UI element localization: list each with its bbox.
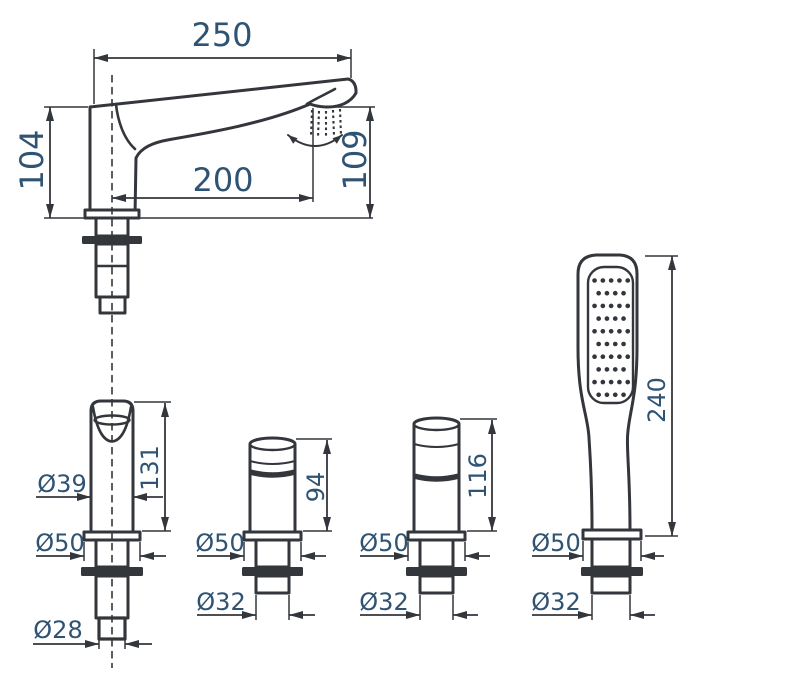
- dim-label-d50-1: Ø50: [35, 529, 84, 557]
- dim-label-131: 131: [136, 445, 164, 491]
- dim-label-94: 94: [302, 472, 330, 503]
- handle-tall-shank: [418, 538, 455, 569]
- handle-small-nut: [242, 567, 303, 576]
- dim-diverter-knob-dia: Ø39: [36, 470, 163, 501]
- dim-handle-tall-height: 116: [460, 418, 497, 532]
- dim-handle-small-height: 94: [296, 438, 332, 532]
- handle-tall-tail: [418, 574, 455, 595]
- dim-diverter-flange-dia: Ø50: [35, 529, 166, 561]
- dim-spout-height-left: 104: [13, 106, 88, 218]
- handle-small-body: [248, 436, 297, 534]
- handle-small-tail: [254, 574, 291, 595]
- dim-label-250: 250: [191, 16, 252, 54]
- aerator-contour: [305, 87, 337, 106]
- holder-shank: [590, 537, 632, 569]
- dim-label-d32-2: Ø32: [359, 588, 408, 616]
- dim-label-d28: Ø28: [33, 616, 82, 644]
- handle-small-groove: [249, 460, 296, 465]
- water-spray: [309, 108, 343, 138]
- dim-handshower-tail-dia: Ø32: [531, 588, 655, 620]
- handshower-holder-hardware: [581, 528, 643, 595]
- handle-tall-nut: [406, 567, 467, 576]
- dim-label-104: 104: [13, 129, 51, 190]
- dim-spout-span: 250: [93, 16, 352, 104]
- handle-tall-groove: [413, 443, 460, 448]
- dim-handle-small-tail-dia: Ø32: [196, 588, 315, 620]
- dim-handshower-flange-dia: Ø50: [531, 529, 664, 561]
- spout-outline: [88, 77, 358, 218]
- handle-tall-rim: [412, 423, 461, 432]
- handshower-faceplate: [586, 265, 635, 405]
- dim-handle-tall-tail-dia: Ø32: [359, 588, 478, 620]
- dim-label-109: 109: [336, 129, 374, 190]
- dim-handshower-height: 240: [643, 255, 678, 537]
- dim-label-d32-1: Ø32: [196, 588, 245, 616]
- handshower-spray-dots: [592, 278, 631, 398]
- dim-label-d32-3: Ø32: [531, 588, 580, 616]
- handle-small-band: [249, 469, 296, 478]
- dim-spout-height-right: 109: [334, 106, 375, 218]
- dim-handle-small-flange-dia: Ø50: [195, 529, 326, 561]
- dim-diverter-height: 131: [134, 401, 171, 532]
- dim-diverter-tail-dia: Ø28: [33, 616, 152, 649]
- dim-handle-tall-flange-dia: Ø50: [359, 529, 490, 561]
- spout-neck-contour: [114, 103, 137, 151]
- dim-label-d39: Ø39: [37, 470, 86, 498]
- holder-nut: [581, 567, 643, 576]
- dim-label-240: 240: [643, 377, 671, 423]
- handshower-outline: [576, 253, 639, 532]
- dim-label-d50-3: Ø50: [359, 529, 408, 557]
- handle-tall-drawing: [406, 416, 467, 595]
- handle-small-shank: [254, 538, 291, 569]
- handle-small-rim: [248, 443, 297, 452]
- handle-small-drawing: [242, 436, 303, 595]
- handshower-drawing: [576, 253, 643, 595]
- holder-tail: [590, 574, 632, 595]
- spout-mounting-nut: [82, 236, 142, 244]
- dim-spout-reach: 200: [112, 108, 314, 202]
- swivel-arrow: [287, 134, 343, 147]
- dim-label-200: 200: [192, 161, 253, 199]
- dim-label-116: 116: [464, 453, 492, 499]
- handle-tall-mounting-hardware: [406, 530, 467, 595]
- dim-label-d50-2: Ø50: [195, 529, 244, 557]
- dim-label-d50-4: Ø50: [531, 529, 580, 557]
- handle-tall-band: [413, 473, 460, 482]
- handle-small-mounting-hardware: [242, 530, 303, 595]
